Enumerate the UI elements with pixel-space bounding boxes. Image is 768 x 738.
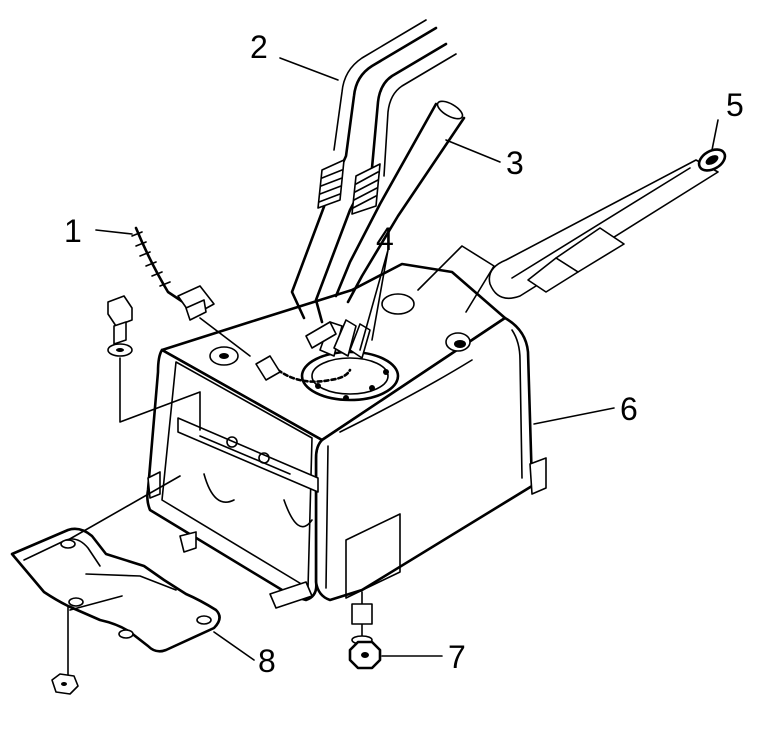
leader-lines [95,57,719,661]
line-coupler-right [351,163,381,215]
vent-hose [334,100,466,304]
filler-opening [381,293,471,352]
callout-7: 7 [448,639,466,675]
fuel-lines [290,19,457,324]
callout-4: 4 [376,221,394,257]
tank-port [209,346,239,366]
filler-pipe [417,148,727,313]
wiring-harness-connector [131,226,251,357]
mounting-bolt [107,295,201,431]
callout-6: 6 [620,391,638,427]
callout-labels: 1 2 3 4 5 6 7 8 [64,29,744,679]
shield-nut [51,673,79,695]
sender-harness [255,355,352,383]
fuel-sender-module [300,319,400,402]
line-coupler-left [317,159,345,209]
callout-1: 1 [64,213,82,249]
strap-nut [348,591,382,670]
shield-plate [10,475,221,679]
callout-8: 8 [258,643,276,679]
callout-5: 5 [726,87,744,123]
fuel-tank [146,262,547,609]
callout-3: 3 [506,145,524,181]
callout-2: 2 [250,29,268,65]
